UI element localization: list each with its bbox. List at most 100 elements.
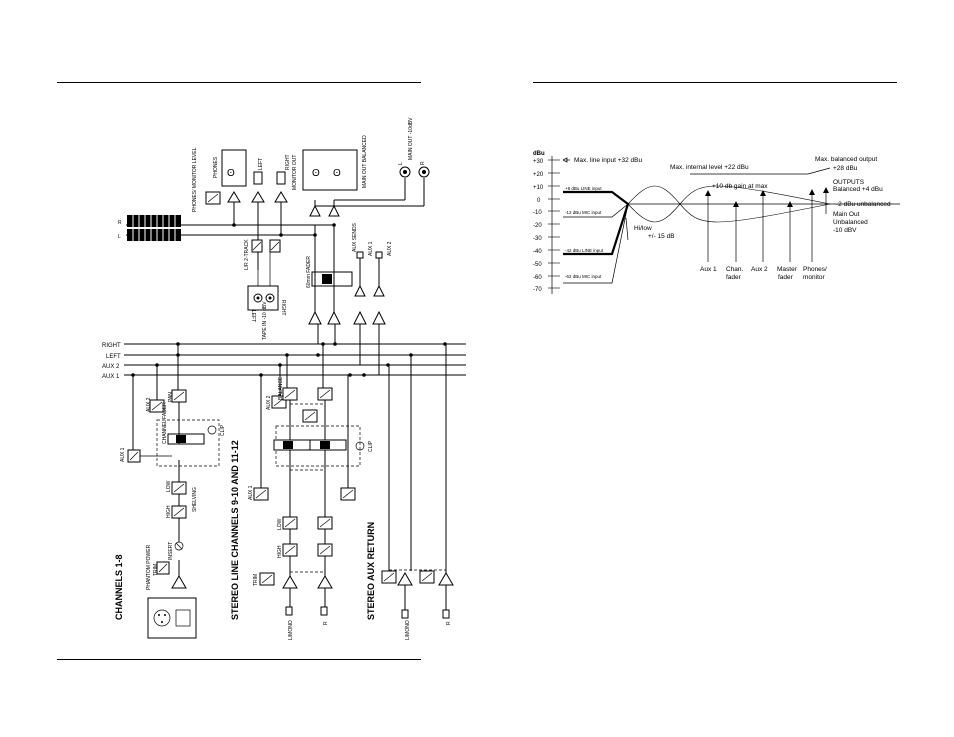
meter-label-l: L [118, 234, 121, 240]
axis-ticks: +30 +20 +10 0 -10 -20 -30 -40 -50 -60 -7… [533, 159, 544, 293]
level-annotations: Max. line input +32 dBu Max. internal le… [574, 156, 891, 240]
label-tape-left: LEFT [250, 310, 256, 322]
label-r-aux: R [446, 621, 452, 625]
channel-strip-1-8-labels: CHANNELS 1-8 PHANTOM POWER TRIM INSERT H… [114, 392, 226, 620]
annot-main-3: -10 dBV [833, 227, 857, 234]
led-meters: R L [118, 215, 181, 241]
stage-label-aux1: Aux 1 [700, 266, 717, 273]
input-labels: +8 dBu LINE input -12 dBu MIC input -42 … [565, 186, 604, 279]
bus-label-right: RIGHT [102, 343, 121, 349]
annot-max-line: Max. line input +32 dBu [574, 157, 642, 164]
tick-label: -10 [533, 210, 542, 216]
annot-eq-2: +/- 15 dB [648, 233, 675, 240]
label-aux-sends: AUX SENDS [352, 222, 358, 252]
tick-label: -60 [533, 275, 542, 281]
label-chfader: CHANNEL FADER [162, 402, 168, 444]
tick-label: -70 [533, 287, 542, 293]
annot-unbal: -2 dBu unbalanced [836, 201, 891, 208]
tick-label: +20 [533, 172, 544, 178]
input-label: -12 dBu MIC input [565, 210, 602, 215]
label-clip-ch: CLIP [220, 424, 226, 436]
label-high-ch: HIGH [166, 505, 172, 518]
label-aux1-stereo: AUX 1 [248, 485, 254, 500]
label-lmono-aux: L/MONO [405, 620, 411, 640]
stage-label-master-2: fader [778, 274, 794, 281]
master-section: ʘ ʘ ʘ [118, 117, 430, 375]
level-diagram: dBu +30 +20 +10 0 -10 -20 -30 -40 -50 -6… [533, 151, 900, 294]
label-trim-stereo: TRIM [253, 574, 259, 586]
label-aux2-ch: AUX 2 [146, 397, 152, 412]
label-aux2-send: AUX 2 [387, 241, 393, 256]
label-main-R: R [420, 161, 426, 165]
annot-outputs-1: OUTPUTS [833, 179, 865, 186]
label-aux1-send: AUX 1 [368, 241, 374, 256]
annot-max-bal-2: +28 dBu [833, 165, 858, 172]
meter-label-r: R [118, 220, 122, 226]
annot-max-internal: Max. internal level +22 dBu [670, 164, 749, 171]
tick-label: -30 [533, 236, 542, 242]
stereo-aux-return: STEREO AUX RETURN L/MONO R [366, 344, 454, 640]
section-title-stereo-aux: STEREO AUX RETURN [366, 522, 376, 620]
label-r-stereo: R [323, 621, 329, 625]
section-title-channels: CHANNELS 1-8 [114, 554, 124, 620]
stage-label-phones-2: monitor [803, 274, 826, 281]
input-label: -62 dBu MIC input [565, 274, 602, 279]
label-clip-stereo: CLIP [368, 440, 374, 452]
tick-label: 0 [537, 198, 541, 204]
annot-gain: +10 db gain at max [712, 183, 768, 190]
tick-label: +10 [533, 185, 544, 191]
left-bottom-rule [57, 659, 421, 660]
annot-outputs-2: Balanced +4 dBu [833, 186, 883, 193]
annot-eq-1: Hi/low [634, 225, 652, 232]
label-left-mon: LEFT [258, 158, 264, 170]
label-aux1-ch: AUX 1 [120, 447, 126, 462]
label-right-mon: RIGHT [285, 154, 291, 170]
stage-label-chan-1: Chan. [726, 266, 744, 273]
label-aux2-stereo: AUX 2 [266, 395, 272, 410]
channel-strip-1-8 [127, 344, 220, 639]
stage-label-chan-2: fader [726, 274, 742, 281]
tick-label: -50 [533, 262, 542, 268]
label-trim-ch: TRIM [153, 564, 159, 576]
main-out-meter-r: ʘ [333, 168, 341, 179]
right-top-rule [533, 82, 897, 83]
input-label: +8 dBu LINE input [565, 186, 602, 191]
label-tape-in: TAPE IN -10 dBV [262, 301, 268, 340]
annot-main-2: Unbalanced [833, 219, 868, 226]
annot-max-bal-1: Max. balanced output [815, 156, 877, 163]
bus-lines: RIGHT LEFT AUX 2 AUX 1 [102, 342, 466, 380]
svg-text:ʘ: ʘ [227, 168, 235, 179]
annot-main-1: Main Out [833, 211, 860, 218]
tick-label: -20 [533, 223, 542, 229]
main-out-meter-l: ʘ [312, 168, 320, 179]
bus-label-aux2: AUX 2 [102, 364, 120, 370]
label-low-stereo: LOW [277, 518, 283, 530]
bus-label-aux1: AUX 1 [102, 374, 120, 380]
tick-label: +30 [533, 159, 544, 165]
stage-labels: Aux 1 Chan. fader Aux 2 Master fader Pho… [700, 266, 827, 281]
label-phones: PHONES [213, 156, 219, 178]
label-main-L: L [398, 162, 404, 165]
label-main-out-ub: MAIN OUT -10dBV [408, 117, 414, 160]
stereo-line-strip: STEREO LINE CHANNELS 9-10 AND 11-12 [230, 344, 374, 640]
axis-unit: dBu [533, 151, 545, 157]
block-diagram: RIGHT LEFT AUX 2 AUX 1 [102, 117, 466, 640]
label-phantom: PHANTOM POWER [146, 544, 152, 590]
label-balance: BALANCE [278, 376, 284, 400]
label-phones-monitor: PHONES/ MONITOR LEVEL [192, 147, 198, 212]
section-title-stereo-line: STEREO LINE CHANNELS 9-10 AND 11-12 [230, 440, 240, 620]
stage-label-aux2: Aux 2 [751, 266, 768, 273]
bus-label-left: LEFT [106, 354, 121, 360]
label-shelving: SHELVING [192, 487, 198, 512]
left-top-rule [57, 82, 421, 83]
label-low-ch: LOW [166, 480, 172, 492]
label-high-stereo: HIGH [277, 545, 283, 558]
label-lr-2track: L/R 2-TRACK [244, 239, 250, 270]
label-tape-right: RIGHT [280, 300, 286, 316]
label-lmono-stereo: L/MONO [288, 620, 294, 640]
input-label: -42 dBu LINE input [565, 248, 604, 253]
label-pan: PAN [168, 392, 174, 402]
stage-label-phones-1: Phones/ [803, 266, 827, 273]
tick-label: -40 [533, 249, 542, 255]
